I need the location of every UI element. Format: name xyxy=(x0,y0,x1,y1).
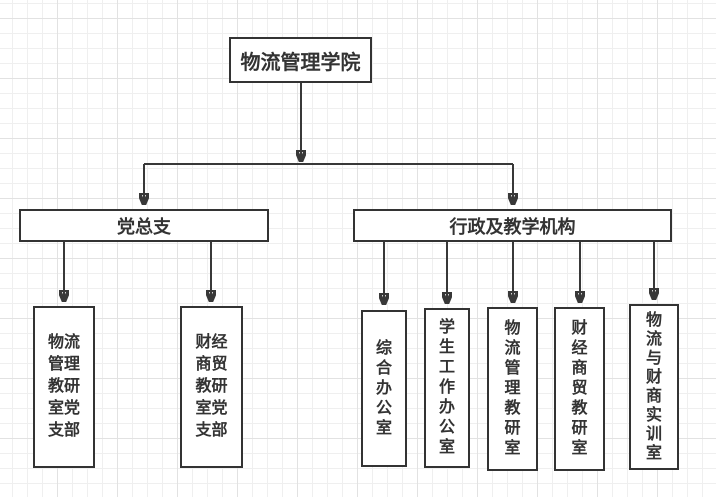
org-node-logistics-finance-training-room[interactable]: 物 流 与 财 商 实 训 室 xyxy=(629,304,679,470)
org-node-finance-trade-teaching-office[interactable]: 财 经 商 贸 教 研 室 xyxy=(554,307,605,471)
node-label: 财 经 商 贸 教 研 室 xyxy=(571,320,588,457)
org-node-logistics-teaching-party-branch[interactable]: 物流 管理 教研 室党 支部 xyxy=(33,306,95,468)
node-label: 物 流 管 理 教 研 室 xyxy=(504,320,521,457)
node-label: 财经 商贸 教研 室党 支部 xyxy=(195,334,228,439)
node-label: 物 流 与 财 商 实 训 室 xyxy=(645,312,662,462)
org-node-general-office[interactable]: 综 合 办 公 室 xyxy=(361,310,407,467)
node-label: 物流 管理 教研 室党 支部 xyxy=(47,334,80,439)
org-node-college[interactable]: 物流管理学院 xyxy=(229,37,372,83)
org-node-student-affairs-office[interactable]: 学 生 工 作 办 公 室 xyxy=(424,308,470,468)
org-node-party-general-branch[interactable]: 党总支 xyxy=(19,209,269,242)
org-node-logistics-teaching-office[interactable]: 物 流 管 理 教 研 室 xyxy=(487,307,538,471)
node-label: 党总支 xyxy=(117,216,171,237)
node-label: 物流管理学院 xyxy=(240,51,361,74)
org-node-finance-trade-teaching-party-branch[interactable]: 财经 商贸 教研 室党 支部 xyxy=(180,306,243,468)
node-label: 学 生 工 作 办 公 室 xyxy=(438,319,455,456)
node-label: 行政及教学机构 xyxy=(449,216,576,237)
org-node-admin-and-teaching[interactable]: 行政及教学机构 xyxy=(353,209,672,242)
node-label: 综 合 办 公 室 xyxy=(375,339,392,437)
